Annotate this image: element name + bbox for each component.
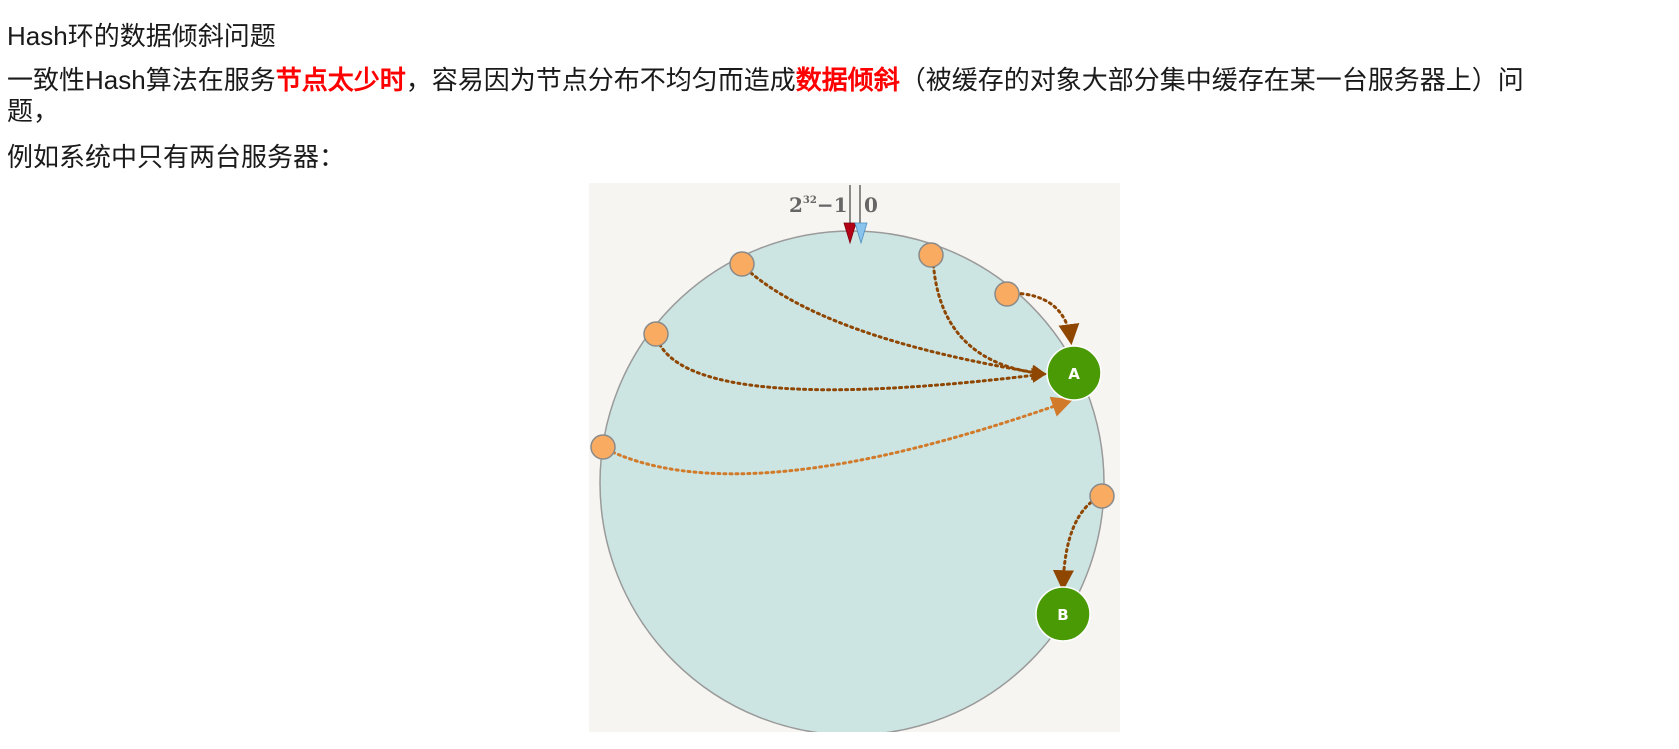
object-node [918,242,944,268]
paragraph-text-3: ，容易因为节点分布不均匀而造成 [405,66,796,96]
label-two-pow-32-minus-one: 232−1 [789,193,848,217]
paragraph-text-5: 题， [7,97,60,127]
paragraph-example: 例如系统中只有两台服务器： [7,142,345,174]
server-node-a-label: A [1068,365,1080,383]
mapping-arrow-3 [931,257,1047,381]
object-node [729,251,755,277]
server-node-a [1046,345,1102,401]
paragraph-text-4: （被缓存的对象大部分集中缓存在某一台服务器上）问 [899,66,1524,96]
marker-start-triangle [854,222,868,245]
highlight-too-few-nodes: 节点太少时 [275,66,406,96]
server-node-b [1035,586,1091,642]
object-node [590,434,616,460]
object-node [643,321,669,347]
paragraph-continuation: 题， [7,96,59,128]
marker-end-triangle [843,222,857,245]
paragraph-latin-hash: Hash [85,65,146,95]
highlight-data-skew: 数据倾斜 [795,66,900,96]
paragraph-text-1: 一致性 [7,66,86,96]
label-zero: 0 [864,193,878,217]
section-heading: Hash环的数据倾斜问题 [7,20,276,53]
server-node-b-label: B [1057,606,1068,624]
paragraph-consistency-hash: 一致性Hash算法在服务节点太少时，容易因为节点分布不均匀而造成数据倾斜（被缓存… [7,64,1524,97]
paragraph-text-2: 算法在服务 [145,66,276,96]
mapping-arrow-5 [600,396,1073,476]
hash-ring-diagram: 232−1 0 A B [589,183,1120,732]
object-node [994,281,1020,307]
paragraph-example-text: 例如系统中只有两台服务器： [7,143,346,173]
hash-ring-figure: 232−1 0 A B [589,183,1120,732]
mapping-arrow-1 [740,263,1047,380]
object-node [1089,483,1115,509]
mapping-arrow-2 [655,337,1047,392]
hash-ring [599,230,1105,732]
heading-latin-text: Hash [7,21,68,51]
heading-text: 环的数据倾斜问题 [67,22,276,52]
